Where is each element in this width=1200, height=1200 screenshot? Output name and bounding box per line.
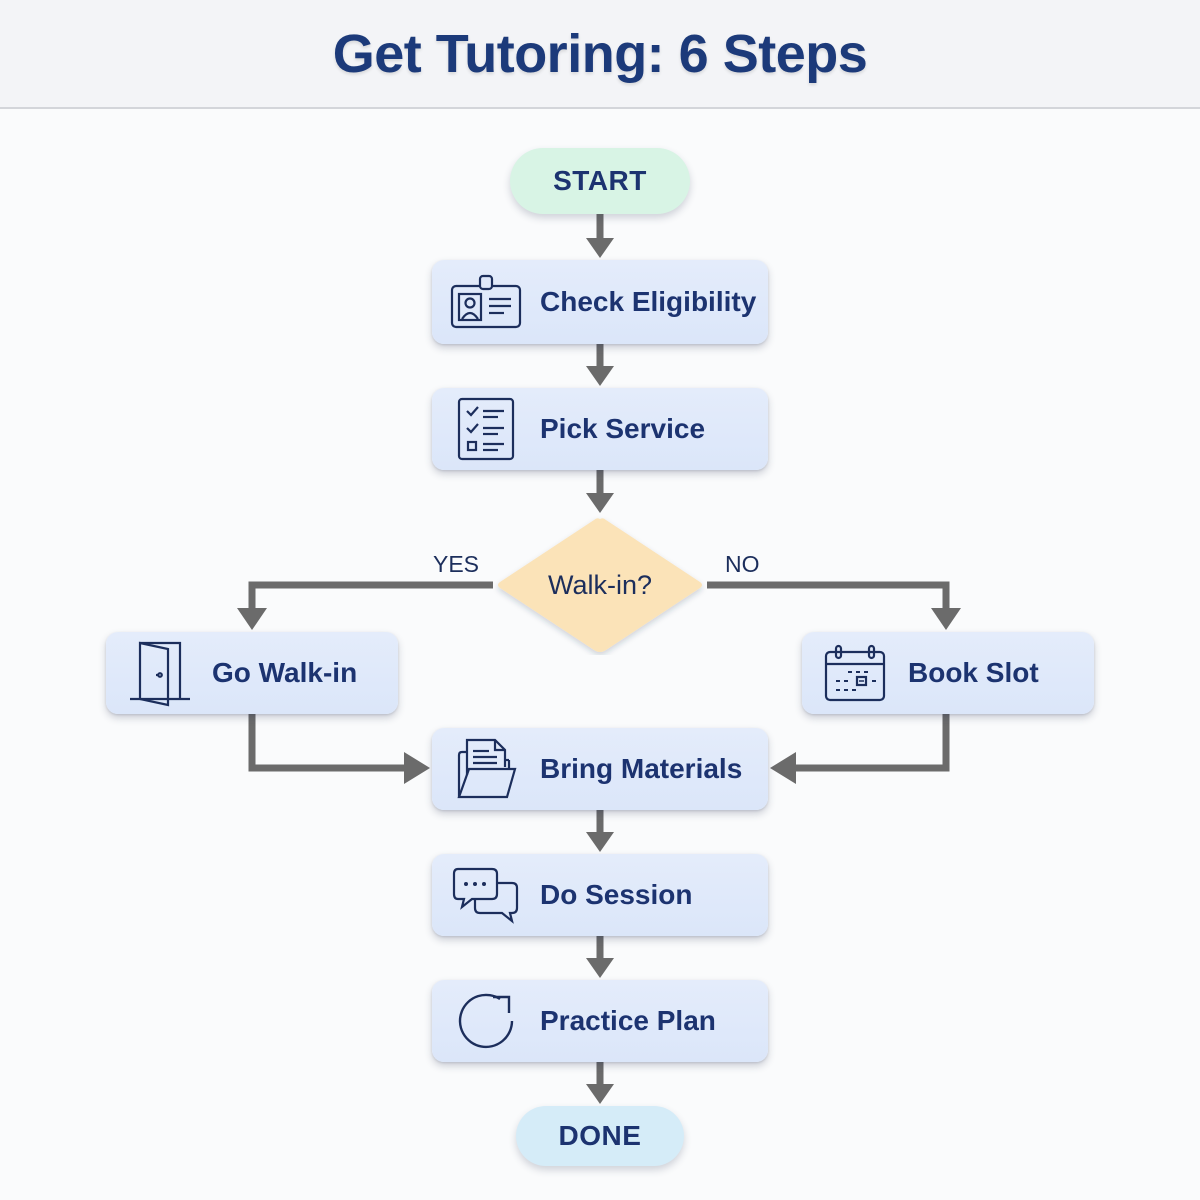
step-label: Practice Plan: [540, 1005, 716, 1036]
start-terminal: START: [510, 148, 690, 214]
yes-label: YES: [433, 551, 480, 577]
step-book-slot: Book Slot: [802, 632, 1094, 714]
step-label: Check Eligibility: [540, 286, 757, 317]
step-label: Do Session: [540, 879, 693, 910]
chat-bubbles-icon: [432, 866, 540, 924]
step-check-eligibility: Check Eligibility: [432, 260, 768, 344]
start-label: START: [553, 165, 647, 196]
step-label: Pick Service: [540, 413, 706, 444]
decision-walk-in: Walk-in?: [493, 515, 707, 655]
step-pick-service: Pick Service: [432, 388, 768, 470]
step-do-session: Do Session: [432, 854, 768, 936]
decision-label: Walk-in?: [547, 569, 653, 600]
refresh-icon: [432, 990, 540, 1052]
done-label: DONE: [558, 1120, 642, 1151]
page-title: Get Tutoring: 6 Steps: [332, 23, 868, 84]
done-terminal: DONE: [516, 1106, 684, 1166]
door-icon: [106, 639, 212, 707]
calendar-icon: [802, 644, 908, 702]
step-label: Go Walk-in: [212, 657, 358, 688]
no-label: NO: [725, 551, 760, 577]
header-bar: Get Tutoring: 6 Steps: [0, 0, 1200, 109]
step-label: Bring Materials: [540, 753, 743, 784]
step-label: Book Slot: [908, 657, 1039, 688]
step-practice-plan: Practice Plan: [432, 980, 768, 1062]
checklist-icon: [432, 396, 540, 462]
id-badge-icon: [432, 274, 540, 330]
folder-document-icon: [432, 737, 540, 801]
step-bring-materials: Bring Materials: [432, 728, 768, 810]
step-go-walk-in: Go Walk-in: [106, 632, 398, 714]
